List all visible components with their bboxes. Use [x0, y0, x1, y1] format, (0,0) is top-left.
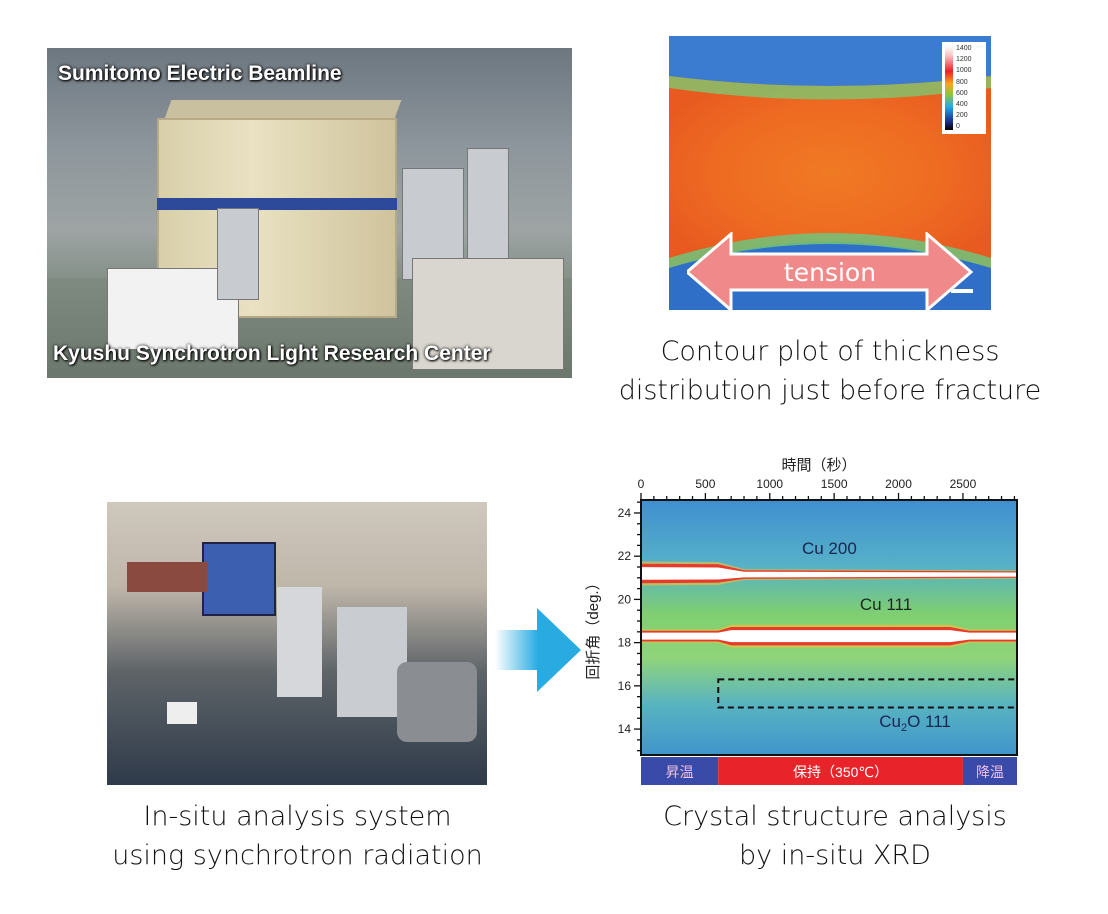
contour-caption-line1: Contour plot of thickness: [660, 336, 1000, 367]
system-caption-line1: In-situ analysis system: [143, 801, 452, 832]
x-tick-label: 500: [695, 477, 715, 491]
contour-caption: Contour plot of thickness distribution j…: [590, 332, 1070, 410]
colorbar-label: 1400: [956, 45, 972, 52]
photo-detector: [202, 542, 276, 616]
colorbar: 1400 1200 1000 800 600 400 200 0: [942, 42, 986, 134]
x-tick-label: 1500: [821, 477, 848, 491]
y-tick-label: 20: [618, 592, 632, 606]
y-tick-label: 18: [618, 636, 632, 650]
system-caption-line2: using synchrotron radiation: [112, 840, 483, 871]
x-tick-label: 2500: [950, 477, 977, 491]
xrd-caption: Crystal structure analysis by in-situ XR…: [595, 797, 1075, 875]
phase-bar-segment: [718, 757, 963, 785]
colorbar-label: 1200: [956, 56, 972, 64]
y-tick-label: 14: [618, 722, 632, 736]
peak-core: [641, 567, 1017, 580]
photo-column: [277, 587, 322, 697]
y-tick-label: 16: [618, 679, 632, 693]
thickness-contour-plot: 1400 1200 1000 800 600 400 200 0 tension: [669, 36, 991, 310]
photo-rack: [467, 148, 509, 270]
photo-hut-stripe: [157, 198, 397, 210]
contour-bottom-edge: [669, 233, 991, 268]
center-title: Kyushu Synchrotron Light Research Center: [53, 342, 491, 365]
beamline-title: Sumitomo Electric Beamline: [58, 62, 342, 85]
right-arrow-icon: [495, 608, 581, 692]
system-caption: In-situ analysis system using synchrotro…: [60, 797, 535, 875]
photo-box: [167, 702, 197, 724]
peak-core: [641, 630, 1017, 643]
peak-label-cu111: Cu 111: [860, 595, 912, 614]
contour-top-region: [669, 36, 991, 86]
phase-label: 保持（350℃）: [793, 764, 888, 780]
photo-chamber: [337, 607, 407, 717]
xrd-caption-line1: Crystal structure analysis: [663, 801, 1007, 832]
colorbar-label: 200: [956, 112, 968, 120]
photo-motor: [397, 662, 477, 742]
colorbar-label: 400: [956, 101, 968, 109]
xrd-caption-line2: by in-situ XRD: [739, 840, 931, 871]
phase-label: 昇温: [666, 764, 694, 780]
plot-frame: [640, 499, 1018, 756]
colorbar-labels: 1400 1200 1000 800 600 400 200 0: [956, 43, 984, 133]
colorbar-label: 600: [956, 89, 968, 97]
phase-bar-segment: [641, 757, 719, 785]
phase-label: 降温: [976, 764, 1004, 780]
peak-label-cu200: Cu 200: [802, 539, 857, 558]
x-tick-label: 2000: [885, 477, 912, 491]
x-tick-label: 0: [638, 477, 645, 491]
photo-stage: [127, 562, 207, 592]
colorbar-label: 0: [956, 123, 960, 131]
y-tick-label: 24: [618, 506, 632, 520]
phase-bar-segment: [962, 757, 1017, 785]
beamline-photo: Sumitomo Electric Beamline Kyushu Synchr…: [47, 48, 572, 378]
contour-caption-line2: distribution just before fracture: [618, 375, 1042, 406]
scale-bar: [951, 289, 973, 293]
y-axis-label: 回折角（deg.）: [585, 575, 602, 679]
tension-arrow-icon: [687, 232, 974, 310]
x-axis-label: 時間（秒）: [781, 457, 856, 474]
colorbar-label: 1000: [956, 67, 972, 75]
colorbar-label: 800: [956, 78, 968, 86]
peak-label-cu2o: Cu2O 111: [879, 712, 951, 734]
tension-label: tension: [783, 258, 877, 287]
contour-top-edge: [669, 76, 991, 100]
photo-cover: [412, 258, 564, 370]
photo-rack: [217, 208, 259, 300]
in-situ-system-photo: [107, 502, 487, 785]
x-tick-label: 1000: [756, 477, 783, 491]
colorbar-gradient: [945, 46, 953, 130]
y-tick-label: 22: [618, 549, 632, 563]
